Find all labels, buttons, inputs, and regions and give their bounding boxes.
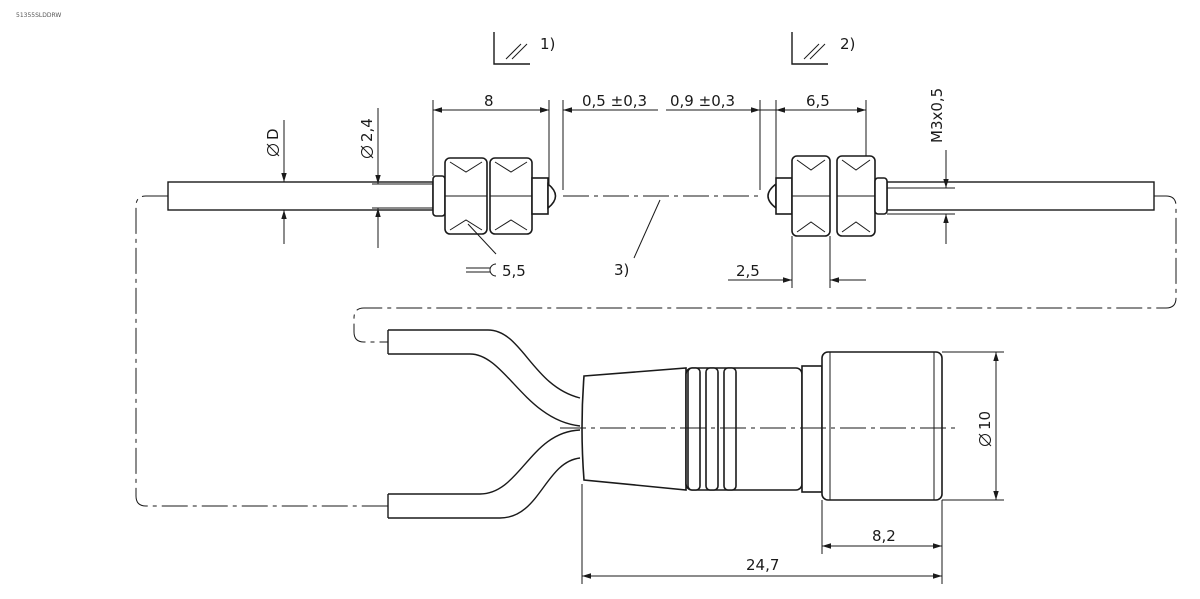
note-1-label: 1) — [540, 35, 555, 53]
dimension-thread-m3: M3x0,5 — [928, 88, 949, 244]
cable-loop-right — [353, 195, 1177, 343]
dimension-diameter-d: D — [264, 120, 287, 244]
dimension-wrench-size: 5,5 — [466, 223, 526, 280]
note-marker-1: 1) — [493, 32, 555, 65]
note-marker-2: 2) — [791, 32, 855, 65]
dimension-8-value: 8 — [484, 92, 494, 110]
connector-body — [560, 351, 960, 501]
dimension-6-5: 6,5 — [760, 92, 867, 178]
dimension-8-2-value: 8,2 — [872, 527, 896, 545]
note-3-leader: 3) — [614, 199, 661, 279]
dimension-8-2: 8,2 — [821, 500, 943, 584]
dimension-diameter-2-4: 2,4 — [358, 108, 381, 248]
note-2-label: 2) — [840, 35, 855, 53]
dimension-diameter-2-4-value: 2,4 — [358, 118, 376, 142]
dimension-wrench-size-value: 5,5 — [502, 262, 526, 280]
dimension-gap-0-9-value: 0,9 ±0,3 — [670, 92, 735, 110]
dimension-24-7: 24,7 — [581, 484, 942, 584]
connector-cable-upper — [387, 329, 581, 427]
dimension-diameter-10: 10 — [942, 351, 1004, 501]
dimension-2-5-value: 2,5 — [736, 262, 760, 280]
dimension-gap-0-5: 0,5 ±0,3 — [520, 92, 658, 190]
drawing-code: 51355SLDDRW — [16, 12, 61, 19]
cable-loop-left — [135, 195, 388, 507]
left-sensor-head — [432, 157, 557, 235]
note-3-label: 3) — [614, 261, 629, 279]
dimension-gap-0-5-value: 0,5 ±0,3 — [582, 92, 647, 110]
right-sensor-head — [767, 155, 888, 237]
dimension-diameter-10-value: 10 — [976, 411, 994, 430]
dimension-thread-m3-value: M3x0,5 — [928, 88, 946, 143]
dimension-gap-0-9: 0,9 ±0,3 — [666, 92, 761, 190]
dimension-6-5-value: 6,5 — [806, 92, 830, 110]
sensor-cable-right — [886, 181, 1155, 211]
dimension-diameter-d-value: D — [264, 128, 282, 140]
dimension-2-5: 2,5 — [728, 236, 866, 288]
connector-cable-lower — [387, 429, 581, 519]
sensor-cable-left — [167, 181, 434, 211]
dimension-24-7-value: 24,7 — [746, 556, 779, 574]
